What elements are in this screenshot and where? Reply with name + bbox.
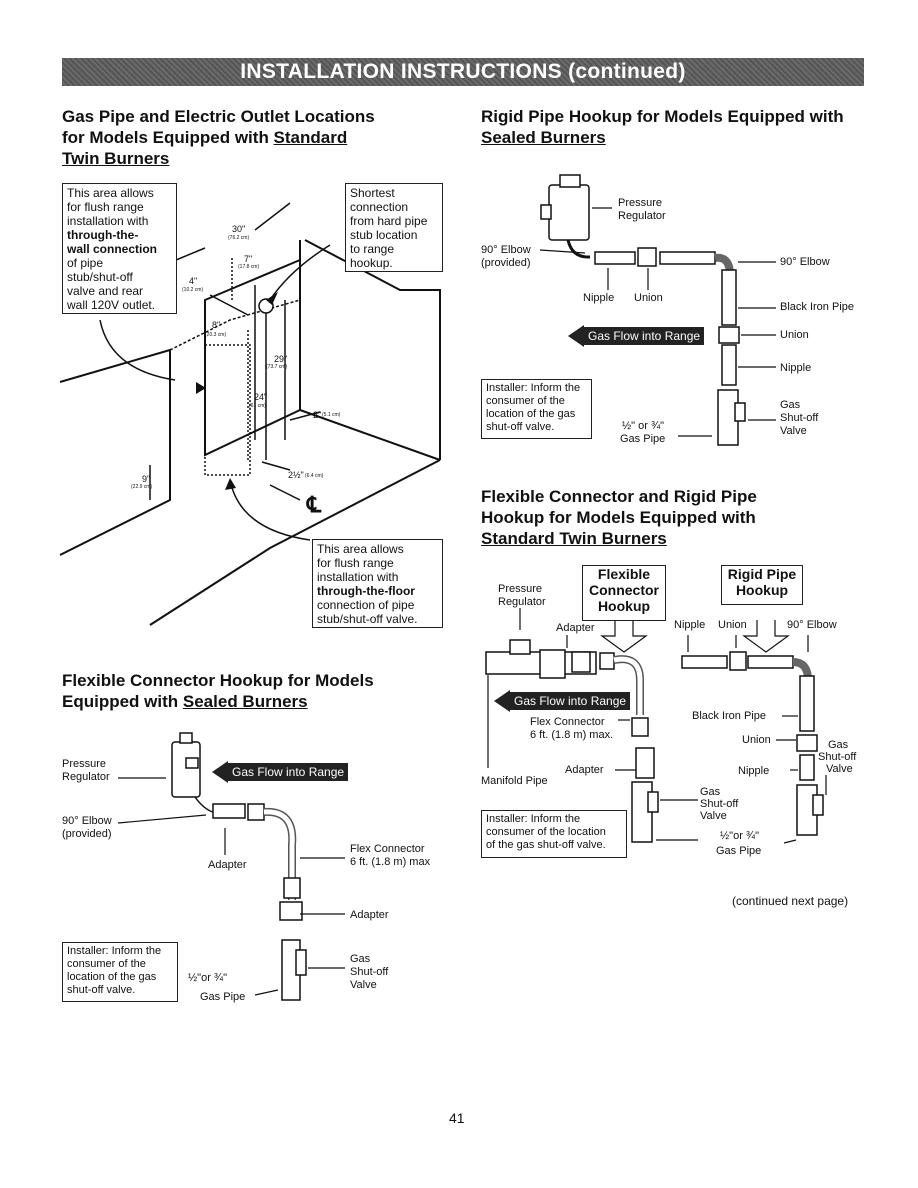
label-elbow: 90° Elbow [787,619,837,631]
label-valve-l: Valve [700,810,727,822]
banner-title: INSTALLATION INSTRUCTIONS (continued) [240,60,686,83]
label-gas-pipe: Gas Pipe [716,845,762,857]
dim-29: 29" [274,354,288,364]
label-black-iron-pipe: Black Iron Pipe [692,710,766,722]
heading-rigid-sealed: Rigid Pipe Hookup for Models Equipped wi… [481,107,844,147]
label-valve-shutoff: Shut-off [780,412,819,424]
label-union: Union [718,619,747,631]
label-valve-shutoff: Shut-off [350,966,389,978]
label-regulator: Regulator [62,771,110,783]
dim-9: 9" [142,474,151,484]
gas-flow-arrow: Gas Flow into Range [568,325,705,347]
dim-9-metric: (22.9 cm) [131,484,153,490]
gas-flow-arrow: Gas Flow into Range [494,690,631,712]
dim-7-metric: (17.8 cm) [238,264,260,270]
label-gas-pipe: Gas Pipe [200,991,246,1003]
dim-8-metric: (20.3 cm) [205,332,227,338]
label-elbow-provided: 90° Elbow [481,244,531,256]
label-nipple: Nipple [674,619,706,631]
gas-flow-arrow: Gas Flow into Range [212,761,349,783]
label-adapter: Adapter [208,859,247,871]
label-pressure: Pressure [498,583,543,595]
label-union-2: Union [780,329,809,341]
label-gas-pipe: Gas Pipe [620,433,666,445]
label-valve-r-gas: Gas [828,739,849,751]
label-manifold-pipe: Manifold Pipe [481,775,548,787]
label-valve-r: Valve [826,763,853,775]
dim-24: 24" [254,392,268,402]
label-adapter-2: Adapter [565,764,604,776]
label-valve: Valve [780,425,807,437]
label-provided: (provided) [62,828,112,840]
label-valve-l-gas: Gas [700,786,721,798]
label-pressure: Pressure [618,197,663,209]
centerline-symbol: ℄ [307,492,322,517]
label-adapter: Adapter [556,622,595,634]
dim-30: 30" [232,224,246,234]
label-valve-r-shutoff: Shut-off [818,751,857,763]
dim-4-metric: (10.2 cm) [182,287,204,293]
label-flex-connector: Flex Connector [350,843,425,855]
label-pipe-size: ½" or ¾" [622,420,665,432]
label-regulator: Regulator [618,210,666,222]
label-pressure: Pressure [62,758,107,770]
label-black-iron-pipe: Black Iron Pipe [780,301,854,313]
heading-flex-rigid-twin: Flexible Connector and Rigid Pipe Hookup… [481,487,757,548]
arrow-left-icon [212,761,228,783]
dim-2-5: 2½" [288,470,304,480]
label-valve-l-shutoff: Shut-off [700,798,739,810]
label-valve-gas: Gas [780,399,801,411]
heading-flex-sealed: Flexible Connector Hookup for Models Equ… [62,671,374,711]
label-nipple: Nipple [583,292,615,304]
dim-4: 4" [189,276,198,286]
label-regulator: Regulator [498,596,546,608]
dim-30-metric: (76.2 cm) [228,235,250,241]
label-flex-length: 6 ft. (1.8 m) max [350,856,431,868]
dim-2: 2" [313,410,322,420]
dim-7: 7" [244,254,253,264]
dim-8: 8" [212,320,221,330]
section-banner: INSTALLATION INSTRUCTIONS (continued) [62,58,864,86]
page-number: 41 [449,1110,465,1126]
dim-29-metric: (73.7 cm) [266,364,288,370]
dim-24-metric: (61 cm) [249,403,266,409]
label-flex-connector: Flex Connector [530,716,605,728]
heading-gas-pipe-locations: Gas Pipe and Electric Outlet Locations f… [62,107,375,168]
arrow-left-icon [568,325,584,347]
label-adapter-2: Adapter [350,909,389,921]
label-valve-gas: Gas [350,953,371,965]
arrow-left-icon [494,690,510,712]
label-valve: Valve [350,979,377,991]
dim-2-metric: (5.1 cm) [322,412,341,418]
label-union: Union [634,292,663,304]
continued-note: (continued next page) [732,894,849,908]
label-pipe-size: ½"or ¾" [188,972,227,984]
label-provided: (provided) [481,257,531,269]
label-flex-length: 6 ft. (1.8 m) max. [530,729,614,741]
label-nipple-2: Nipple [738,765,770,777]
label-elbow: 90° Elbow [780,256,830,268]
label-elbow: 90° Elbow [62,815,112,827]
label-nipple-2: Nipple [780,362,812,374]
label-union-2: Union [742,734,771,746]
dim-2-5-metric: (6.4 cm) [305,473,324,479]
label-pipe-size: ½"or ¾" [720,830,759,842]
